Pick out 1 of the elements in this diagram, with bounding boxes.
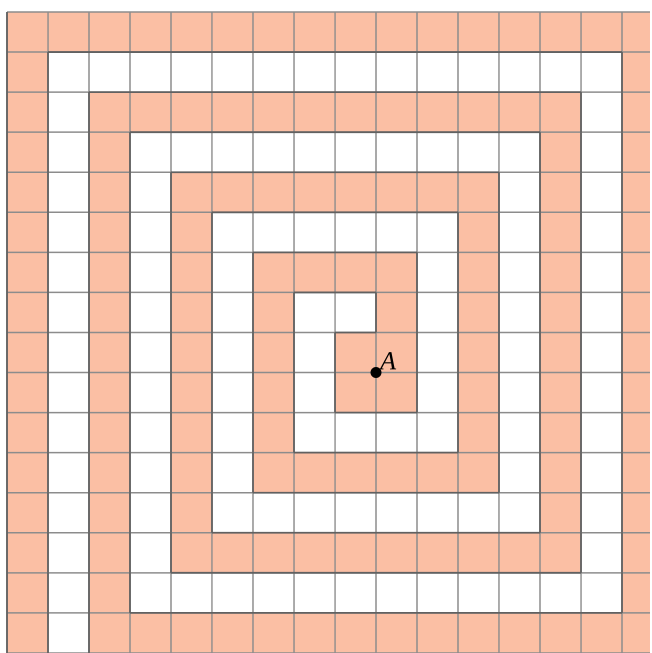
point-label: A bbox=[378, 352, 396, 370]
